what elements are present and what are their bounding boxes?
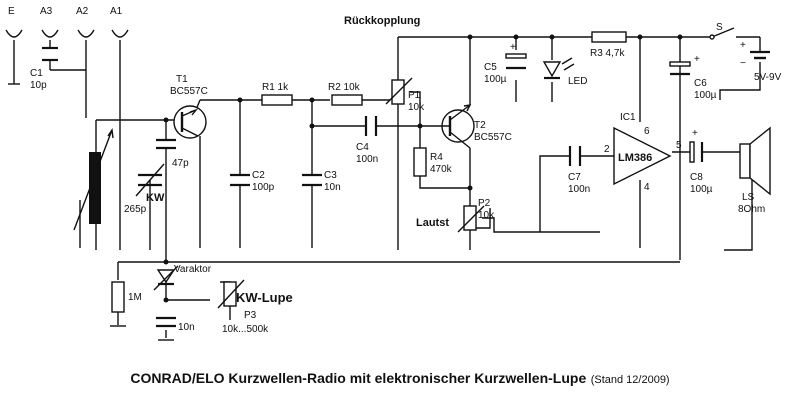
- c1-value: 10p: [30, 80, 47, 91]
- p1-name: P1: [408, 90, 421, 101]
- c6-value: 100µ: [694, 90, 717, 101]
- r3-name: R3 4,7k: [590, 48, 625, 59]
- transistor-t2: T2 BC557C: [440, 104, 512, 149]
- ic1-name: IC1: [620, 112, 636, 123]
- c8-plus: +: [692, 128, 698, 139]
- resistor-1m: 1M: [110, 281, 142, 327]
- potentiometer-p1: P1 10k: [385, 77, 425, 113]
- capacitor-c1: C1 10p: [30, 46, 86, 91]
- c7-value: 100n: [568, 184, 590, 195]
- capacitor-c6: + C6 100µ: [669, 54, 717, 101]
- capacitor-c7: C7 100n: [568, 146, 590, 195]
- terminal-a2-label: A2: [76, 6, 89, 17]
- potentiometer-p2: P2 10k Lautst: [416, 198, 495, 233]
- c3-name: C3: [324, 170, 337, 181]
- c2-value: 100p: [252, 182, 275, 193]
- terminal-a3-label: A3: [40, 6, 53, 17]
- antenna-coil: [73, 128, 114, 231]
- r1m-value: 1M: [128, 292, 142, 303]
- led-label: LED: [568, 76, 587, 87]
- c10n-value: 10n: [178, 322, 195, 333]
- p1-value: 10k: [408, 102, 425, 113]
- potentiometer-p3: KW-Lupe P3 10k...500k: [217, 279, 293, 335]
- c5-value: 100µ: [484, 74, 507, 85]
- antenna-terminals: E A3 A2 A1: [5, 6, 129, 85]
- ic1-pin4: 4: [644, 182, 650, 193]
- capacitor-c5: + C5 100µ: [484, 42, 527, 85]
- c6-name: C6: [694, 78, 707, 89]
- battery-plus: +: [740, 40, 746, 51]
- t2-name: T2: [474, 120, 486, 131]
- ic1-chip: LM386: [618, 152, 652, 164]
- terminal-a2-symbol: [77, 29, 95, 38]
- c47-value: 47p: [172, 158, 189, 169]
- led: LED: [542, 57, 587, 87]
- kw-lupe-label: KW-Lupe: [236, 290, 293, 305]
- p2-name: P2: [478, 198, 491, 209]
- p2-value: 10k: [478, 210, 495, 221]
- capacitor-c8: + C8 100µ: [689, 128, 713, 195]
- capacitor-47p: 47p: [156, 138, 189, 169]
- terminal-e-label: E: [8, 6, 15, 17]
- ic1-pin2: 2: [604, 144, 610, 155]
- r4-value: 470k: [430, 164, 453, 175]
- c3-value: 10n: [324, 182, 341, 193]
- p3-value: 10k...500k: [222, 324, 269, 335]
- switch-label: S: [716, 22, 723, 33]
- capacitor-10n: 10n: [156, 316, 195, 341]
- capacitor-c3: C3 10n: [302, 170, 341, 193]
- p3-name: P3: [244, 310, 257, 321]
- t2-value: BC557C: [474, 132, 512, 143]
- terminal-a1-label: A1: [110, 6, 123, 17]
- caption: CONRAD/ELO Kurzwellen-Radio mit elektron…: [0, 370, 800, 388]
- terminal-e-symbol: [5, 29, 23, 38]
- lautst-label: Lautst: [416, 217, 449, 229]
- capacitor-c2: C2 100p: [230, 170, 275, 193]
- ic1-lm386: IC1 LM386 2 4 5 6: [604, 112, 682, 193]
- ls-name: LS: [742, 192, 755, 203]
- r1-name: R1 1k: [262, 82, 289, 93]
- t1-name: T1: [176, 74, 188, 85]
- resistor-r1: R1 1k: [261, 82, 293, 106]
- capacitor-c4: C4 100n: [356, 116, 378, 165]
- t1-value: BC557C: [170, 86, 208, 97]
- variable-capacitor-265p: 265p KW: [124, 163, 165, 215]
- battery-supply: + − 5V-9V: [719, 37, 782, 100]
- c1-name: C1: [30, 68, 43, 79]
- ic1-pin5: 5: [676, 140, 682, 151]
- c2-name: C2: [252, 170, 265, 181]
- c6-plus: +: [694, 54, 700, 65]
- ic1-pin6: 6: [644, 126, 650, 137]
- resistor-r3: R3 4,7k: [590, 31, 627, 59]
- c8-value: 100µ: [690, 184, 713, 195]
- c265-value: 265p: [124, 204, 147, 215]
- c4-name: C4: [356, 142, 369, 153]
- varactor-diode: Varaktor: [153, 264, 212, 291]
- caption-title: CONRAD/ELO Kurzwellen-Radio mit elektron…: [130, 370, 587, 386]
- c7-name: C7: [568, 172, 581, 183]
- varaktor-label: Varaktor: [174, 264, 212, 275]
- transistor-t1: T1 BC557C: [170, 74, 208, 139]
- terminal-a1-symbol: [111, 29, 129, 38]
- c4-value: 100n: [356, 154, 378, 165]
- battery-minus: −: [740, 58, 746, 69]
- switch-s: S: [709, 22, 760, 40]
- heading-rueckkopplung: Rückkopplung: [344, 15, 420, 27]
- speaker-ls: LS 8Ohm: [738, 126, 771, 215]
- r4-name: R4: [430, 152, 443, 163]
- c5-name: C5: [484, 62, 497, 73]
- c5-plus: +: [510, 42, 516, 53]
- terminal-a3-symbol: [41, 29, 59, 38]
- caption-stand: (Stand 12/2009): [590, 374, 670, 386]
- c8-name: C8: [690, 172, 703, 183]
- resistor-r4: R4 470k: [413, 147, 453, 177]
- kw-label: KW: [146, 192, 165, 204]
- supply-value: 5V-9V: [754, 72, 782, 83]
- r2-name: R2 10k: [328, 82, 361, 93]
- resistor-r2: R2 10k: [328, 82, 363, 106]
- ls-value: 8Ohm: [738, 204, 765, 215]
